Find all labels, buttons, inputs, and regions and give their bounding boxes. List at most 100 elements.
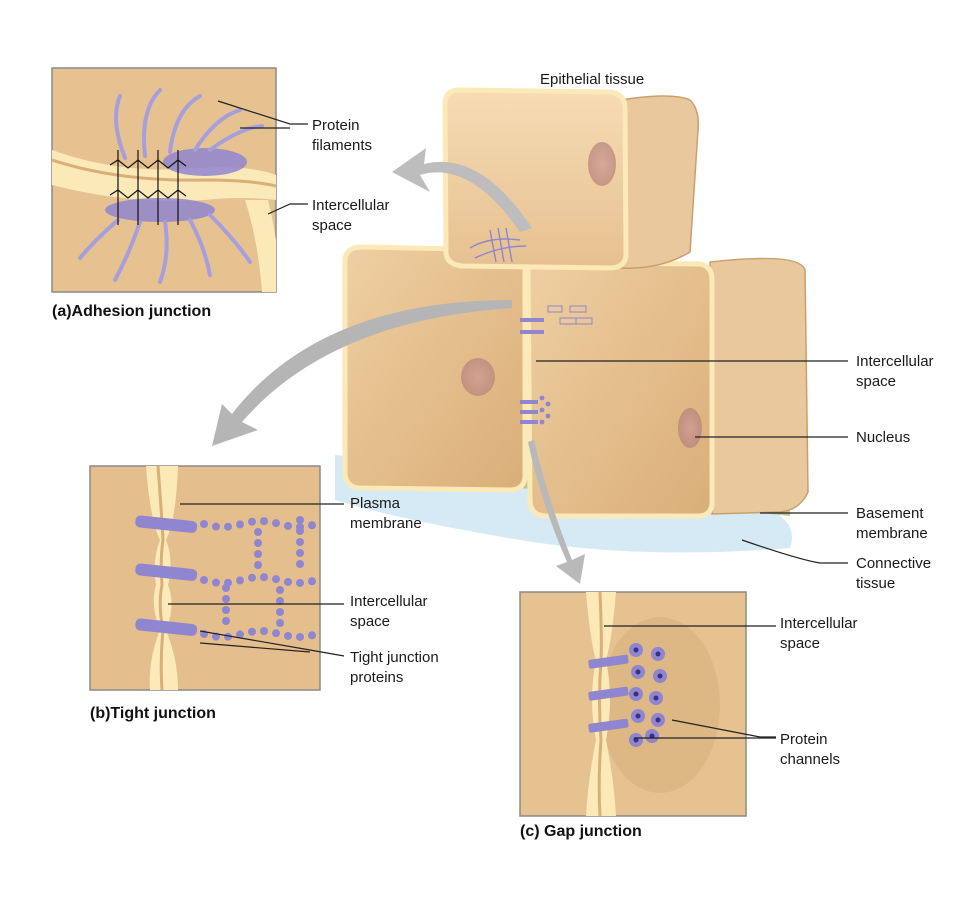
tight-bead	[296, 538, 304, 546]
tight-bead	[236, 630, 244, 639]
label-protein-channels-2: channels	[780, 751, 840, 768]
tight-junction-beads	[200, 516, 316, 641]
tight-bead	[248, 573, 256, 582]
tight-bead	[260, 573, 268, 582]
caption-tight: (b)Tight junction	[90, 705, 216, 722]
tissue-block	[335, 87, 809, 553]
arrow-to-adhesion	[392, 148, 532, 232]
gap-hint	[520, 395, 551, 425]
nucleus-left	[461, 358, 495, 396]
gap-channel-pore	[655, 717, 661, 723]
tight-bead	[248, 517, 256, 526]
label-main-space-2: space	[856, 373, 896, 390]
gap-channel-pore	[649, 733, 655, 739]
panel-gap: (c) Gap junction	[519, 591, 747, 840]
adhesion-hint	[469, 227, 527, 263]
title-epithelial-tissue: Epithelial tissue	[540, 71, 644, 88]
label-tight-proteins-2: proteins	[350, 669, 403, 686]
tight-bead	[272, 575, 280, 584]
bottom-right-cell	[525, 259, 715, 519]
nucleus-right	[678, 408, 702, 448]
tight-bead	[276, 597, 284, 605]
tight-bead	[308, 631, 316, 640]
label-adhesion-space-1: Intercellular	[312, 197, 390, 214]
label-tight-space-2: space	[350, 613, 390, 630]
tight-bead	[296, 549, 304, 557]
top-cell-side	[619, 95, 700, 269]
leader-lines	[168, 100, 848, 739]
tight-bead	[248, 627, 256, 636]
label-adhesion-space-2: space	[312, 217, 352, 234]
label-gap-space-2: space	[780, 635, 820, 652]
tight-bead	[200, 576, 208, 584]
gap-channel-pore	[633, 691, 639, 697]
tight-bead	[212, 522, 220, 531]
caption-gap: (c) Gap junction	[520, 823, 642, 840]
tight-bead	[284, 577, 292, 586]
label-basement-2: membrane	[856, 525, 928, 542]
arrow-to-tight	[212, 300, 512, 446]
tight-bead	[276, 586, 284, 594]
tight-bead	[236, 576, 244, 585]
label-basement-1: Basement	[856, 505, 924, 522]
tight-bead	[254, 561, 262, 569]
tight-bead	[276, 619, 284, 627]
tight-bead	[308, 521, 316, 530]
label-main-space-1: Intercellular	[856, 353, 934, 370]
tight-bead	[276, 608, 284, 616]
tight-bead	[254, 528, 262, 536]
panel-tight: (b)Tight junction	[89, 465, 321, 722]
tight-bead	[296, 516, 304, 524]
label-connective-2: tissue	[856, 575, 895, 592]
label-gap-space-1: Intercellular	[780, 615, 858, 632]
nucleus-top	[588, 142, 616, 186]
tight-bead	[200, 520, 208, 528]
tight-bead	[236, 520, 244, 529]
tight-bead	[284, 521, 292, 530]
tight-bead	[260, 627, 268, 636]
gap-channel-pore	[655, 651, 661, 657]
tight-bead	[296, 527, 304, 535]
tight-bead	[272, 629, 280, 638]
bottom-left-cell	[342, 244, 528, 493]
tight-bead	[254, 539, 262, 547]
caption-adhesion: (a)Adhesion junction	[52, 303, 211, 320]
arrow-to-gap	[528, 440, 585, 584]
tight-bead	[224, 522, 232, 531]
label-protein-filaments-2: filaments	[312, 137, 372, 154]
tight-bead	[296, 560, 304, 568]
tight-bead	[260, 517, 268, 526]
tight-hint	[520, 305, 593, 334]
panel-adhesion: (a)Adhesion junction	[51, 67, 277, 320]
tight-bead	[222, 606, 230, 614]
tight-bead	[254, 550, 262, 558]
tight-bead	[296, 578, 304, 587]
label-tight-proteins-1: Tight junction	[350, 649, 439, 666]
gap-channel-pore	[633, 647, 639, 653]
gap-channel-pore	[653, 695, 659, 701]
right-cell-side	[709, 257, 809, 515]
label-protein-filaments-1: Protein	[312, 117, 360, 134]
tight-bead	[212, 578, 220, 587]
top-cell	[442, 87, 629, 271]
tight-bead	[296, 632, 304, 641]
tight-bead	[222, 617, 230, 625]
label-tight-space-1: Intercellular	[350, 593, 428, 610]
tight-bead	[308, 577, 316, 586]
gap-channel-pore	[635, 713, 641, 719]
tight-bead	[222, 584, 230, 592]
tight-bead	[224, 632, 232, 641]
gap-channel-dots	[629, 643, 667, 747]
label-protein-channels-1: Protein	[780, 731, 828, 748]
label-nucleus: Nucleus	[856, 429, 910, 446]
gap-channel-pore	[635, 669, 641, 675]
label-connective-1: Connective	[856, 555, 931, 572]
tight-bead	[272, 519, 280, 528]
label-plasma-membrane-2: membrane	[350, 515, 422, 532]
gap-channel-pore	[657, 673, 663, 679]
gap-channel-pore	[633, 737, 639, 743]
tight-bead	[222, 595, 230, 603]
tight-bead	[284, 631, 292, 640]
label-plasma-membrane-1: Plasma	[350, 495, 401, 512]
